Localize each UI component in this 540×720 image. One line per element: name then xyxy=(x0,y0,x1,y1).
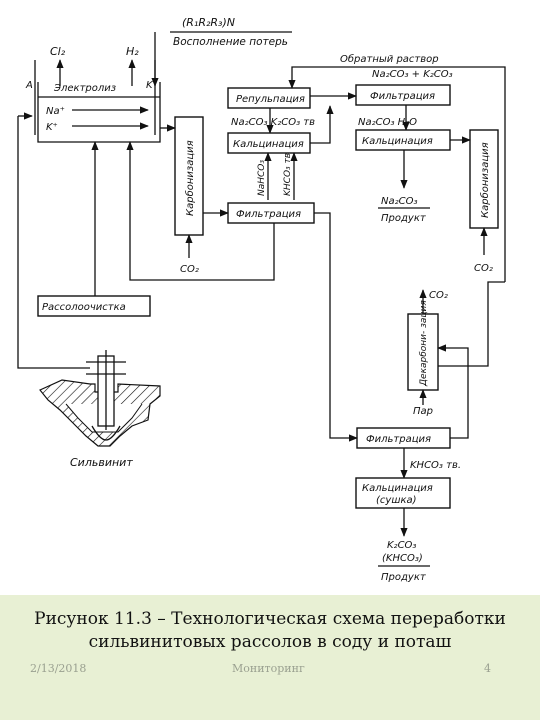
well-feed-line xyxy=(17,116,90,369)
khco3-solid-label: KHCO₃ тв. xyxy=(410,460,461,471)
makeup-label: Восполнение потерь xyxy=(173,36,288,48)
filtrate-to-decarb xyxy=(437,344,469,439)
filtration-mid-label: Фильтрация xyxy=(236,209,301,220)
well-flow xyxy=(91,425,121,441)
calcination-right-label: Кальцинация xyxy=(362,136,433,147)
cathode-label: K xyxy=(146,80,154,91)
carbonization-right-label: Карбонизация xyxy=(479,142,491,218)
electrolysis-label: Электролиз xyxy=(53,83,116,94)
footer-center: Мониторинг xyxy=(232,662,305,675)
slide-footer xyxy=(0,595,540,720)
calcination-mid-label: Кальцинация xyxy=(233,139,304,150)
calcination-bottom-label: Кальцинация xyxy=(362,483,433,494)
decarbonization-label: Декарбони- зация xyxy=(419,300,429,387)
h2-label: H₂ xyxy=(126,45,139,58)
footer-page-number: 4 xyxy=(484,662,491,675)
co2-mid-label: CO₂ xyxy=(180,264,199,275)
repulpation-label: Репульпация xyxy=(236,94,305,105)
caption-line-2: сильвинитовых рассолов в соду и поташ xyxy=(88,632,452,652)
calcination-mid-return xyxy=(310,105,334,144)
product-2-formula: K₂CO₃ xyxy=(387,540,416,551)
product-2-label: Продукт xyxy=(381,572,427,583)
product-1-formula: Na₂CO₃ xyxy=(381,196,417,207)
nahco3-label: NaHCO₃ xyxy=(257,160,267,196)
na-ion: Na⁺ xyxy=(46,106,65,117)
filtrate-return-line xyxy=(126,141,275,281)
sylvinite-label: Сильвинит xyxy=(70,456,133,469)
carbonization-right-box xyxy=(469,129,499,229)
repulpation-box xyxy=(227,87,311,109)
cl2-label: Cl₂ xyxy=(50,45,66,58)
decarb-to-return xyxy=(438,281,505,367)
khco3-label: KHCO₃ тв xyxy=(283,153,293,196)
makeup-formula: (R₁R₂R₃)N xyxy=(182,16,235,29)
figure-caption: Рисунок 11.3 – Технологическая схема пер… xyxy=(0,608,540,654)
steam-label: Пар xyxy=(413,406,433,417)
na2co3-k2co3-solid-label: Na₂CO₃ K₂CO₃ тв xyxy=(231,117,315,128)
brine-cleaning-label: Рассолоочистка xyxy=(42,302,126,313)
filtration-mid-to-bottom xyxy=(314,212,331,275)
na2co3-h2o-label: Na₂CO₃ H₂O xyxy=(358,117,417,128)
calcination-bottom-sublabel: (сушка) xyxy=(376,495,417,506)
return-solution-line xyxy=(288,66,506,282)
electrolyzer-vessel xyxy=(37,82,161,143)
filtration-top-label: Фильтрация xyxy=(370,91,435,102)
return-solution-label: Обратный раствор xyxy=(340,53,439,65)
return-solution-formula: Na₂CO₃ + K₂CO₃ xyxy=(372,69,453,80)
process-flow-diagram: (R₁R₂R₃)N Восполнение потерь Cl₂ H₂ A K … xyxy=(17,16,506,583)
anode-label: A xyxy=(25,80,33,91)
product-1-label: Продукт xyxy=(381,213,427,224)
to-filtration-bottom xyxy=(329,275,358,442)
product-2-formula-alt: (KHCO₃) xyxy=(382,553,423,564)
brine-cleaning-box xyxy=(37,295,151,317)
filtration-bottom-label: Фильтрация xyxy=(366,434,431,445)
carbonization-left-label: Карбонизация xyxy=(184,140,196,216)
calcination-bottom-box xyxy=(355,477,451,509)
carbonization-left-box xyxy=(174,116,204,236)
co2-decarb-label: CO₂ xyxy=(429,290,448,301)
k-ion: K⁺ xyxy=(46,122,58,133)
co2-right-label: CO₂ xyxy=(474,263,493,274)
footer-date: 2/13/2018 xyxy=(30,662,87,675)
caption-line-1: Рисунок 11.3 – Технологическая схема пер… xyxy=(34,609,506,629)
